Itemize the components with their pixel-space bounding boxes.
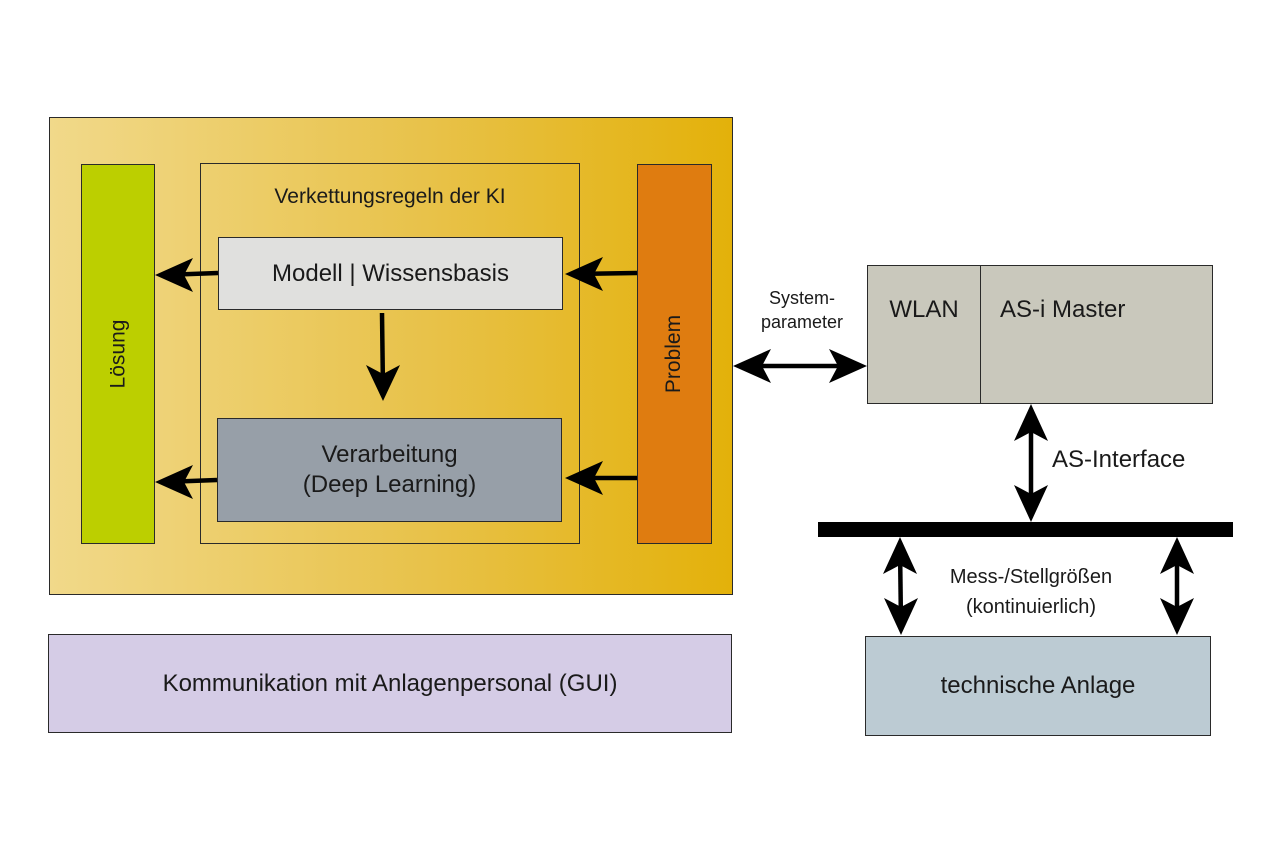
- gui-box: Kommunikation mit Anlagenpersonal (GUI): [48, 634, 732, 733]
- system-parameter-line2: parameter: [760, 312, 844, 332]
- arrowhead-asif-bottom: [1014, 485, 1048, 522]
- verarbeitung-label: Verarbeitung: [321, 441, 458, 468]
- arrowhead-sys-left: [733, 349, 771, 383]
- arrowhead-mess-left-bottom: [884, 598, 918, 635]
- technische-anlage-box: technische Anlage: [865, 636, 1211, 736]
- mess-line2: (kontinuierlich): [965, 596, 1097, 618]
- modell-label: Modell | Wissensbasis: [272, 259, 509, 287]
- as-interface-label: AS-Interface: [1052, 446, 1186, 473]
- arrowhead-sys-right: [829, 349, 867, 383]
- arrowhead-loesung-bottom: [155, 465, 193, 499]
- loesung-box: Lösung: [81, 164, 155, 544]
- master-divider: [980, 266, 981, 403]
- arrowhead-loesung-top: [155, 258, 193, 292]
- arrowhead-mess-left-top: [883, 537, 917, 574]
- asi-master-label: AS-i Master: [1000, 296, 1126, 323]
- verarbeitung-sublabel: (Deep Learning): [302, 471, 477, 498]
- mess-line1: Mess-/Stellgrößen: [949, 566, 1113, 588]
- rules-title: Verkettungsregeln der KI: [274, 185, 506, 208]
- modell-box: Modell | Wissensbasis: [218, 237, 563, 310]
- arrowhead-modell-right: [565, 257, 603, 291]
- problem-box: Problem: [637, 164, 712, 544]
- arrowhead-verarbeitung-right: [565, 461, 603, 495]
- arrowhead-mess-right-top: [1160, 537, 1194, 574]
- arrowhead-mess-right-bottom: [1160, 598, 1194, 635]
- rules-frame: [200, 163, 580, 544]
- arrowhead-asif-top: [1014, 404, 1048, 441]
- bus-bar: [818, 522, 1233, 537]
- gui-label: Kommunikation mit Anlagenpersonal (GUI): [162, 669, 618, 697]
- wlan-label: WLAN: [889, 296, 959, 323]
- anlage-label: technische Anlage: [940, 672, 1136, 699]
- verarbeitung-box: Verarbeitung (Deep Learning): [217, 418, 562, 522]
- as-i-master-box: [867, 265, 1213, 404]
- mess-stellgroessen-label: Mess-/Stellgrößen (kontinuierlich): [918, 562, 1144, 622]
- system-parameter-label: System- parameter: [748, 286, 856, 334]
- arrowhead-verarbeitung-top: [366, 365, 400, 401]
- system-parameter-line1: System-: [768, 288, 835, 308]
